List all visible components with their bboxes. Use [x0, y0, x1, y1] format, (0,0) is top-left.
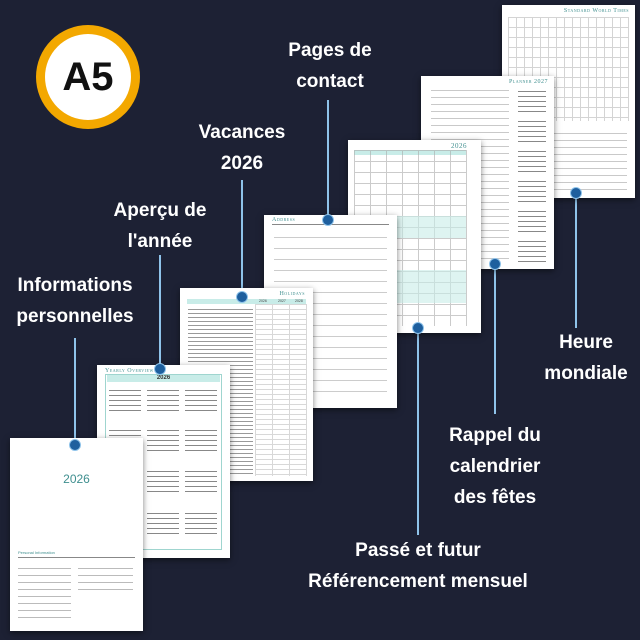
world-time-heading: Standard World Times	[563, 8, 629, 14]
planner-mini-calendar	[518, 88, 546, 114]
planner-mini-calendar	[518, 208, 546, 234]
address-heading: Address	[272, 217, 296, 223]
month-calendar	[185, 387, 217, 413]
label-line: Pages de	[288, 40, 372, 61]
label-holiday-reminder: Rappel du calendrier des fêtes	[449, 420, 541, 513]
a5-badge: A5	[36, 25, 140, 129]
label-line: Passé et futur	[355, 540, 481, 561]
planner-heading: Planner 2027	[508, 79, 548, 85]
label-line: calendrier	[449, 456, 541, 477]
label-line: l'année	[127, 231, 193, 252]
label-line: des fêtes	[453, 487, 537, 508]
label-line: Rappel du	[449, 425, 541, 446]
label-holidays: Vacances 2026	[199, 117, 286, 179]
connector-dot	[236, 291, 248, 303]
month-calendar	[185, 510, 217, 536]
planner-mini-calendar	[518, 178, 546, 204]
connector-dot	[154, 363, 166, 375]
label-yearly: Aperçu de l'année	[114, 195, 207, 257]
label-line: 2026	[220, 153, 264, 174]
label-line: personnelles	[16, 306, 134, 327]
label-line: Aperçu de	[113, 200, 207, 221]
yearly-year: 2026	[107, 375, 220, 382]
label-line: Vacances	[198, 122, 286, 143]
holidays-col-2027: 2027	[278, 299, 286, 303]
label-line: mondiale	[544, 363, 628, 384]
month-calendar	[147, 510, 179, 536]
holidays-col-2026: 2026	[259, 299, 267, 303]
label-line: Heure	[559, 332, 613, 353]
connector-personal	[74, 338, 76, 445]
label-personal: Informations personnelles	[16, 270, 133, 332]
personal-heading: Personal Information	[18, 550, 55, 555]
connector-dot	[322, 214, 334, 226]
holidays-col-2028: 2028	[295, 299, 303, 303]
label-world-time: Heure mondiale	[544, 327, 627, 389]
connector-holidays	[241, 180, 243, 297]
month-calendar	[185, 468, 217, 494]
personal-year: 2026	[63, 472, 90, 486]
connector-world	[575, 193, 577, 328]
month-calendar	[147, 468, 179, 494]
label-line: Référencement mensuel	[308, 571, 528, 592]
connector-dot	[412, 322, 424, 334]
month-calendar	[147, 387, 179, 413]
label-line: Informations	[17, 275, 133, 296]
connector-dot	[489, 258, 501, 270]
planner-mini-calendar	[518, 118, 546, 144]
yearly-heading: Yearly Overview	[105, 368, 154, 374]
label-line: contact	[296, 71, 364, 92]
monthly-year: 2026	[451, 142, 467, 150]
connector-planner	[494, 264, 496, 414]
connector-contacts	[327, 100, 329, 220]
connector-dot	[570, 187, 582, 199]
connector-yearly	[159, 255, 161, 368]
holidays-heading: Holidays	[279, 291, 305, 297]
page-personal-info: 2026 Personal Information	[10, 438, 143, 631]
planner-mini-calendar	[518, 238, 546, 264]
month-calendar	[147, 427, 179, 453]
personal-fields-left	[18, 562, 71, 618]
label-contacts: Pages de contact	[288, 35, 371, 97]
month-calendar	[109, 387, 141, 413]
connector-dot	[69, 439, 81, 451]
personal-fields-right	[78, 562, 133, 590]
a5-badge-text: A5	[45, 34, 131, 120]
month-calendar	[185, 427, 217, 453]
holidays-table	[255, 304, 307, 476]
planner-mini-calendar	[518, 148, 546, 174]
connector-monthly	[417, 328, 419, 535]
